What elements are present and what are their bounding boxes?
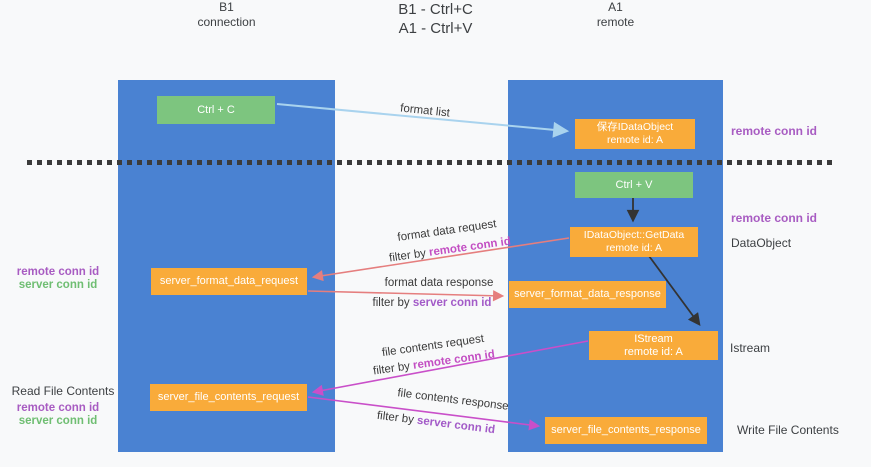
right-remote-conn-id-top: remote conn id: [731, 124, 818, 138]
b1-name: B1: [219, 0, 234, 14]
save-idataobject-line2: remote id: A: [606, 134, 664, 146]
server-file-contents-request-label: server_file_contents_request: [157, 391, 300, 403]
left-format-remote-conn-id: remote conn id: [16, 266, 100, 278]
format-data-response-label: format data response: [384, 277, 494, 289]
server-file-contents-request-node: server_file_contents_request: [150, 384, 307, 411]
b1-role: connection: [197, 15, 256, 29]
format-data-response-filter: filter by server conn id: [373, 297, 492, 309]
right-remote-conn-id-mid: remote conn id: [731, 211, 818, 225]
istream-line1: IStream: [634, 332, 673, 345]
ctrl-v-label: Ctrl + V: [615, 178, 653, 191]
read-file-contents-label: Read File Contents: [11, 384, 115, 398]
server-file-contents-response-label: server_file_contents_response: [551, 424, 701, 436]
file-contents-response-filter: filter by server conn id: [376, 410, 495, 436]
istream-line2: remote id: A: [624, 345, 683, 358]
getdata-line2: remote id: A: [605, 242, 663, 254]
server-format-data-response-node: server_format_data_response: [509, 281, 666, 308]
diagram-title: B1 - Ctrl+C A1 - Ctrl+V: [0, 0, 871, 38]
file-contents-response-label: file contents response: [396, 387, 510, 413]
save-idataobject-node: 保存IDataObject remote id: A: [575, 119, 695, 149]
save-idataobject-line1: 保存IDataObject: [596, 121, 674, 133]
server-conn-id-key: server conn id: [416, 414, 496, 437]
istream-side-label: Istream: [730, 341, 771, 355]
title-line-1: B1 - Ctrl+C: [398, 1, 473, 18]
server-format-data-request-label: server_format_data_request: [159, 275, 299, 287]
left-format-conn-ids: remote conn id server conn id: [8, 266, 108, 292]
getdata-line1: IDataObject::GetData: [583, 229, 685, 241]
format-data-response-arrow: [307, 290, 505, 302]
write-file-contents-label: Write File Contents: [737, 423, 839, 437]
column-header-b1: B1 connection: [118, 0, 335, 30]
server-conn-id-key: server conn id: [412, 297, 492, 309]
column-header-a1: A1 remote: [508, 0, 723, 30]
filter-by-text: filter by: [376, 409, 415, 427]
left-file-server-conn-id: server conn id: [18, 415, 98, 427]
server-format-data-request-node: server_format_data_request: [151, 268, 307, 295]
a1-name: A1: [608, 0, 623, 14]
ctrl-c-node: Ctrl + C: [157, 96, 275, 124]
left-format-server-conn-id: server conn id: [18, 279, 98, 291]
left-file-conn-ids: remote conn id server conn id: [8, 402, 108, 428]
server-file-contents-response-node: server_file_contents_response: [545, 417, 707, 444]
ctrl-v-node: Ctrl + V: [575, 172, 693, 198]
left-file-remote-conn-id: remote conn id: [16, 402, 100, 414]
server-format-data-response-label: server_format_data_response: [514, 288, 661, 300]
a1-role: remote: [596, 15, 635, 29]
filter-by-text: filter by: [388, 247, 427, 265]
format-list-label: format list: [399, 102, 451, 120]
title-line-2: A1 - Ctrl+V: [398, 20, 473, 37]
filter-by-text: filter by: [372, 360, 411, 378]
ctrl-c-label: Ctrl + C: [197, 103, 235, 116]
remote-conn-id-key: remote conn id: [428, 235, 512, 259]
dataobject-label: DataObject: [731, 236, 792, 250]
istream-node: IStream remote id: A: [589, 331, 718, 360]
idataobject-getdata-node: IDataObject::GetData remote id: A: [570, 227, 698, 257]
session-separator-dashed-line: [27, 160, 836, 165]
filter-by-text: filter by: [372, 297, 410, 309]
